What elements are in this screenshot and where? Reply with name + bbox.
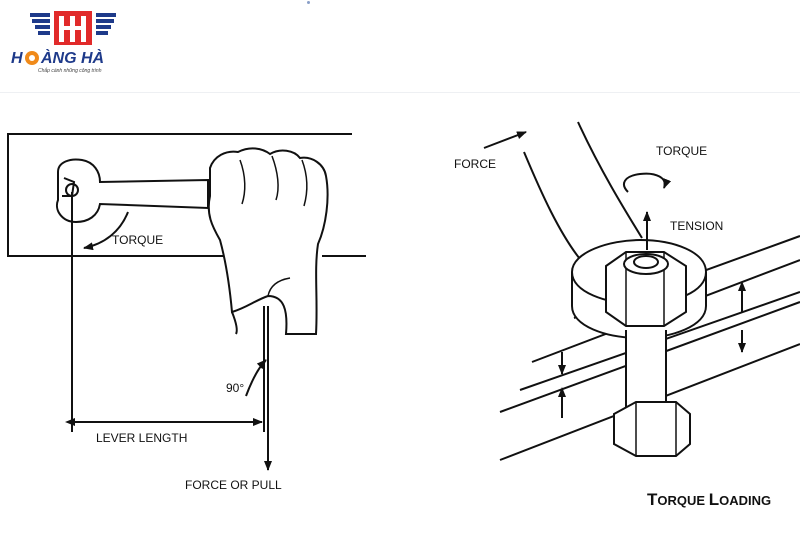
- angle-label: 90°: [226, 381, 244, 395]
- lever-length-label: LEVER LENGTH: [96, 431, 187, 445]
- svg-text:ÀNG HÀ: ÀNG HÀ: [40, 48, 104, 67]
- tension-label: TENSION: [670, 219, 723, 233]
- bolt-shank: [625, 330, 667, 411]
- svg-text:H: H: [11, 50, 23, 67]
- bolt-head: [613, 401, 691, 457]
- right-force-arrow-icon: [483, 131, 527, 149]
- logo-wordmark: H ÀNG HÀ Chắp cánh những công trình: [11, 48, 104, 74]
- header-dot: [307, 1, 310, 4]
- site-header: H ÀNG HÀ Chắp cánh những công trình: [0, 0, 800, 93]
- hoang-ha-logo[interactable]: H ÀNG HÀ Chắp cánh những công trình: [8, 8, 138, 78]
- wrench-diagram: [7, 133, 366, 471]
- force-or-pull-label: FORCE OR PULL: [185, 478, 282, 492]
- wrench-icon: [56, 158, 209, 224]
- right-force-label: FORCE: [454, 157, 496, 171]
- svg-text:Chắp cánh những công trình: Chắp cánh những công trình: [38, 67, 102, 74]
- plate-outline: [7, 133, 366, 257]
- logo-emblem-icon: [30, 11, 116, 45]
- hand-icon: [207, 147, 329, 335]
- bolt-diagram: [483, 121, 800, 461]
- left-torque-label: TORQUE: [112, 233, 163, 247]
- torque-diagram: TORQUE 90° LEVER LENGTH FORCE OR PULL: [7, 121, 800, 509]
- right-torque-arrow-icon: [623, 172, 672, 193]
- torque-arrow-icon: [83, 211, 129, 251]
- torque-loading-title: TORQUE LOADING: [647, 490, 771, 509]
- angle-arrow-icon: [245, 359, 267, 397]
- right-torque-label: TORQUE: [656, 144, 707, 158]
